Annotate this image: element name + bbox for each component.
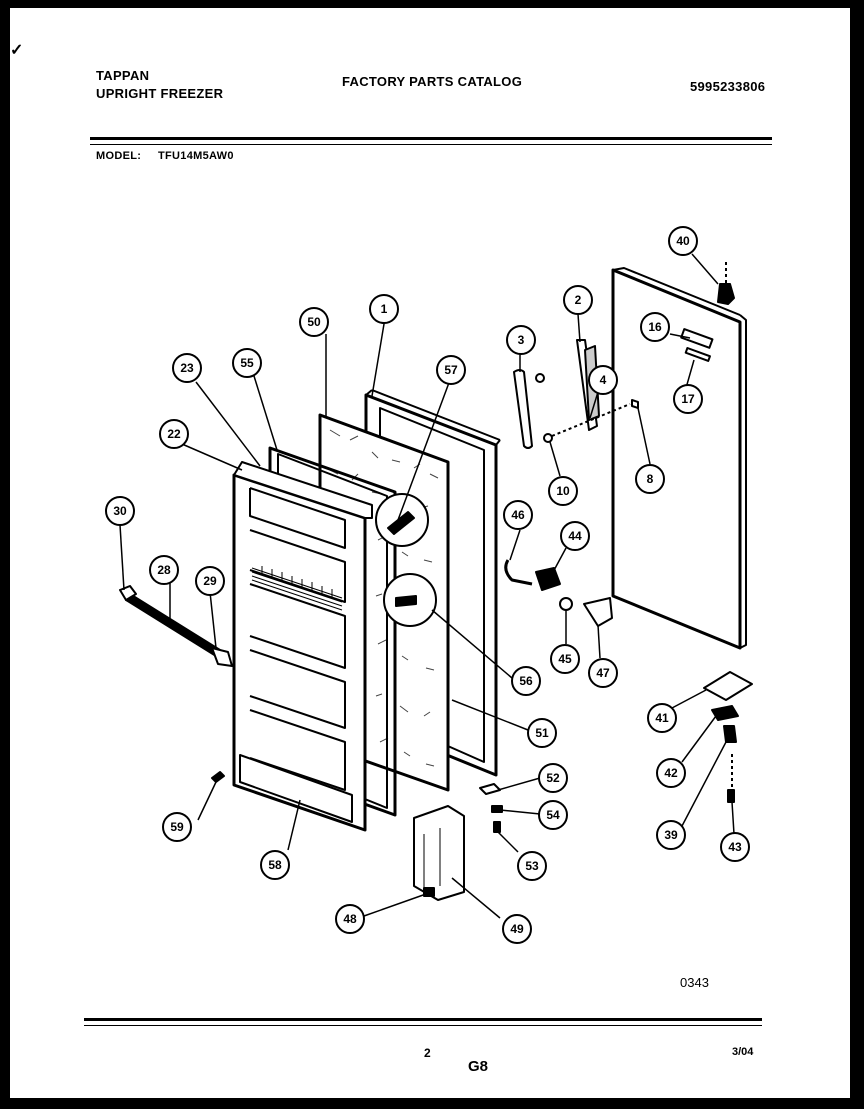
- outer-door-panel: [611, 268, 742, 650]
- callout-50: 50: [299, 307, 329, 337]
- callout-16: 16: [640, 312, 670, 342]
- callout-29: 29: [195, 566, 225, 596]
- section-code: G8: [468, 1058, 489, 1075]
- callout-22: 22: [159, 419, 189, 449]
- callout-55: 55: [232, 348, 262, 378]
- clip-52: [479, 783, 501, 795]
- header-rule-thin: [90, 144, 772, 145]
- callout-56: 56: [511, 666, 541, 696]
- callout-57: 57: [436, 355, 466, 385]
- strike-46: [504, 559, 533, 586]
- handle-3: [513, 369, 533, 449]
- callout-59: 59: [162, 812, 192, 842]
- callout-53: 53: [517, 851, 547, 881]
- washer-45: [559, 597, 573, 611]
- footer-rule-thin: [84, 1025, 762, 1026]
- bottom-hinge-41: [703, 671, 753, 701]
- catalog-title: FACTORY PARTS CATALOG: [342, 74, 523, 89]
- cover-47: [583, 597, 613, 627]
- callout-1: 1: [369, 294, 399, 324]
- callout-49: 49: [502, 914, 532, 944]
- check-mark-icon: ✓: [10, 42, 24, 59]
- page-number: 2: [424, 1046, 431, 1060]
- callout-44: 44: [560, 521, 590, 551]
- print-date: 3/04: [732, 1046, 754, 1058]
- rod-end-29: [211, 647, 233, 667]
- product-label: UPRIGHT FREEZER: [96, 86, 224, 101]
- callout-17: 17: [673, 384, 703, 414]
- callout-30: 30: [105, 496, 135, 526]
- callout-23: 23: [172, 353, 202, 383]
- bushing-39: [723, 725, 737, 743]
- brand-label: TAPPAN: [96, 68, 150, 83]
- screw-48: [423, 887, 435, 897]
- latch-44: [535, 567, 561, 591]
- bottom-trim-58: [239, 754, 353, 823]
- bracket-49: [413, 805, 465, 901]
- screw-53: [493, 821, 501, 833]
- callout-47: 47: [588, 658, 618, 688]
- footer-rule: [84, 1018, 762, 1021]
- callout-48: 48: [335, 904, 365, 934]
- label-17: [684, 347, 711, 362]
- callout-4: 4: [588, 365, 618, 395]
- label-16: [680, 328, 714, 349]
- callout-40: 40: [668, 226, 698, 256]
- callout-46: 46: [503, 500, 533, 530]
- callout-3: 3: [506, 325, 536, 355]
- callout-28: 28: [149, 555, 179, 585]
- model-label: MODEL:: [96, 150, 142, 162]
- callout-41: 41: [647, 703, 677, 733]
- callout-39: 39: [656, 820, 686, 850]
- callout-2: 2: [563, 285, 593, 315]
- callout-10: 10: [548, 476, 578, 506]
- screw-59: [211, 771, 225, 783]
- model-number: TFU14M5AW0: [158, 150, 234, 162]
- callout-52: 52: [538, 763, 568, 793]
- header-rule: [90, 137, 772, 140]
- callout-54: 54: [538, 800, 568, 830]
- callout-58: 58: [260, 850, 290, 880]
- washer-54: [491, 805, 503, 813]
- hinge-pin-42: [711, 705, 739, 721]
- callout-42: 42: [656, 758, 686, 788]
- callout-43: 43: [720, 832, 750, 862]
- callout-45: 45: [550, 644, 580, 674]
- callout-51: 51: [527, 718, 557, 748]
- catalog-number: 5995233806: [690, 79, 766, 94]
- screw-43: [727, 789, 735, 803]
- callout-8: 8: [635, 464, 665, 494]
- diagram-code: 0343: [680, 975, 709, 990]
- top-hinge-40: [717, 283, 735, 305]
- shelf-rod-28: [125, 593, 221, 657]
